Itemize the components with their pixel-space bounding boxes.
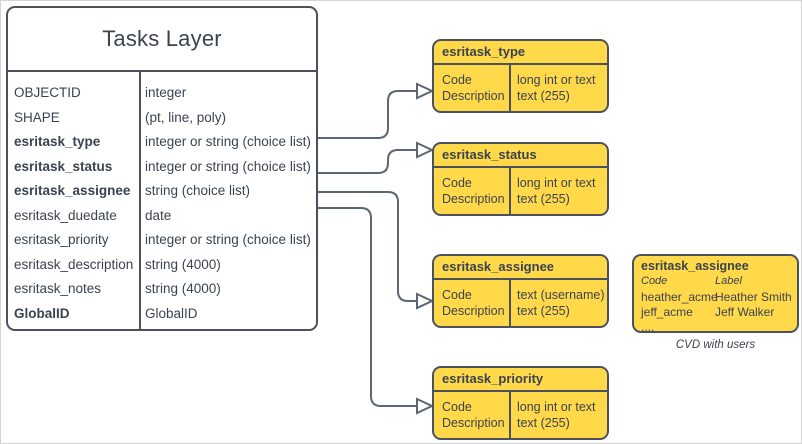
- field-type: date: [145, 207, 172, 223]
- entity-field-list: OBJECTID integer SHAPE (pt, line, poly) …: [8, 70, 316, 330]
- domain-values: long int or text text (255): [517, 400, 596, 430]
- field-name: esritask_description: [14, 256, 134, 272]
- domain-labels: Code Description: [442, 176, 505, 206]
- table-row: esritask_status integer or string (choic…: [8, 159, 316, 184]
- connector-priority: [318, 207, 417, 407]
- table-row: esritask_priority integer or string (cho…: [8, 232, 316, 257]
- field-type: integer or string (choice list): [145, 232, 311, 247]
- domain-labels: Code Description: [442, 288, 505, 318]
- field-name: esritask_type: [14, 134, 101, 149]
- domain-labels: Code Description: [442, 73, 505, 103]
- domain-header-divider: [434, 390, 607, 392]
- domain-box-esritask-assignee: esritask_assignee Code Description text …: [432, 254, 609, 328]
- field-type: GlobalID: [145, 305, 198, 321]
- tasks-layer-entity: Tasks Layer OBJECTID integer SHAPE (pt, …: [6, 6, 318, 331]
- field-type: integer or string (choice list): [145, 134, 311, 149]
- table-row: SHAPE (pt, line, poly): [8, 110, 316, 135]
- domain-header-divider: [434, 63, 607, 65]
- cvd-code: jeff_acme: [641, 305, 693, 319]
- cvd-header-label: Label: [715, 275, 742, 287]
- connector-status: [318, 149, 417, 174]
- arrowhead-status: [416, 141, 435, 159]
- domain-column-divider: [509, 278, 511, 326]
- entity-column-divider: [139, 70, 141, 331]
- cvd-caption: CVD with users: [675, 339, 756, 351]
- domain-values: text (username) text (255): [517, 288, 605, 318]
- domain-column-divider: [509, 166, 511, 214]
- field-name: esritask_priority: [14, 232, 109, 247]
- domain-title: esritask_priority: [442, 371, 544, 386]
- field-type: string (4000): [145, 281, 221, 296]
- page-title: Tasks Layer: [102, 26, 222, 51]
- domain-values: long int or text text (255): [517, 176, 596, 206]
- cvd-users-box: esritask_assignee Code Label heather_acm…: [632, 254, 799, 335]
- field-type: integer: [145, 85, 187, 100]
- domain-box-esritask-type: esritask_type Code Description long int …: [432, 39, 609, 113]
- table-row: esritask_type integer or string (choice …: [8, 134, 316, 159]
- cvd-header-row: Code Label: [641, 275, 793, 290]
- field-name: SHAPE: [14, 109, 60, 125]
- field-name: esritask_assignee: [14, 183, 131, 198]
- domain-header-divider: [434, 278, 607, 280]
- table-row: OBJECTID integer: [8, 85, 316, 110]
- entity-header-divider: [8, 70, 316, 72]
- domain-box-esritask-status: esritask_status Code Description long in…: [432, 142, 609, 216]
- domain-title: esritask_assignee: [442, 259, 555, 274]
- domain-box-esritask-priority: esritask_priority Code Description long …: [432, 366, 609, 440]
- domain-title: esritask_type: [442, 44, 526, 59]
- field-name: esritask_status: [14, 158, 113, 174]
- domain-column-divider: [509, 63, 511, 111]
- connector-type: [318, 90, 417, 139]
- field-name: GlobalID: [14, 305, 70, 321]
- list-item: jeff_acme Jeff Walker: [641, 305, 793, 320]
- table-row: esritask_notes string (4000): [8, 281, 316, 306]
- cvd-title: esritask_assignee: [641, 259, 749, 273]
- cvd-code: ....: [641, 320, 655, 334]
- field-name: OBJECTID: [14, 85, 81, 100]
- field-type: integer or string (choice list): [145, 158, 311, 174]
- cvd-header-code: Code: [641, 275, 668, 287]
- domain-header-divider: [434, 166, 607, 168]
- field-type: (pt, line, poly): [145, 109, 227, 125]
- domain-column-divider: [509, 390, 511, 438]
- domain-labels: Code Description: [442, 400, 505, 430]
- arrowhead-assignee: [416, 292, 435, 310]
- list-item: heather_acme Heather Smith: [641, 290, 793, 305]
- table-row: esritask_duedate date: [8, 208, 316, 233]
- cvd-label: Jeff Walker: [715, 305, 775, 319]
- field-name: esritask_duedate: [14, 207, 117, 223]
- field-name: esritask_notes: [14, 281, 102, 296]
- table-row: esritask_description string (4000): [8, 257, 316, 282]
- list-item: ....: [641, 320, 793, 335]
- cvd-code: heather_acme: [641, 290, 718, 304]
- connector-assignee: [318, 191, 417, 302]
- table-row: esritask_assignee string (choice list): [8, 183, 316, 208]
- field-type: string (4000): [145, 256, 221, 272]
- domain-title: esritask_status: [442, 147, 537, 162]
- domain-values: long int or text text (255): [517, 73, 596, 103]
- field-type: string (choice list): [145, 183, 251, 198]
- cvd-table: Code Label heather_acme Heather Smith je…: [641, 275, 793, 335]
- arrowhead-type: [416, 82, 435, 100]
- arrowhead-priority: [416, 397, 435, 415]
- cvd-label: Heather Smith: [715, 290, 792, 304]
- table-row: GlobalID GlobalID: [8, 306, 316, 331]
